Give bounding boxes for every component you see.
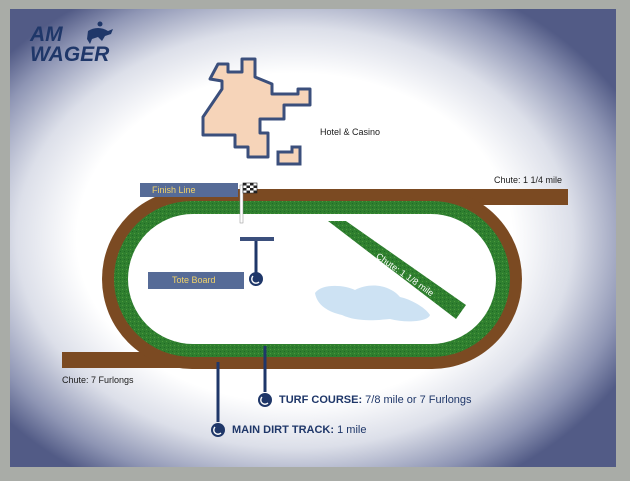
turf-course-pin-icon	[258, 393, 272, 407]
tote-board-marker	[240, 237, 274, 241]
amwager-logo: AM WAGER	[30, 23, 130, 69]
checkered-flag-icon	[242, 182, 258, 194]
chute-seven-furlongs-label: Chute: 7 Furlongs	[62, 375, 134, 385]
tote-board-label: Tote Board	[148, 272, 244, 289]
finish-line-label: Finish Line	[140, 183, 238, 197]
horse-jockey-icon	[87, 21, 113, 44]
turf-course-title: TURF COURSE:	[279, 394, 363, 406]
turf-course-value: 7/8 mile or 7 Furlongs	[362, 394, 472, 406]
hotel-annex	[276, 145, 302, 166]
dirt-track-legend: MAIN DIRT TRACK: 1 mile	[232, 424, 366, 436]
finish-line-post	[239, 184, 244, 224]
turf-course-legend: TURF COURSE: 7/8 mile or 7 Furlongs	[279, 394, 472, 406]
dirt-track-title: MAIN DIRT TRACK:	[232, 424, 335, 436]
hotel-building	[201, 57, 312, 159]
infield-lake	[315, 285, 430, 322]
track-map-graphic	[62, 21, 568, 437]
tote-board-pin-icon	[249, 272, 263, 286]
dirt-track-value: 1 mile	[334, 424, 367, 436]
dirt-track-pin-icon	[211, 423, 225, 437]
logo-line-wager: WAGER	[30, 42, 110, 66]
logo-line-am: AM	[30, 23, 63, 46]
chute-quarter-mile-label: Chute: 1 1/4 mile	[494, 175, 563, 185]
chute-eighth-mile	[328, 221, 466, 319]
hotel-casino-label: Hotel & Casino	[320, 127, 381, 137]
track-map: AM WAGER Hotel & Casino Finish Line Tote…	[10, 9, 616, 467]
